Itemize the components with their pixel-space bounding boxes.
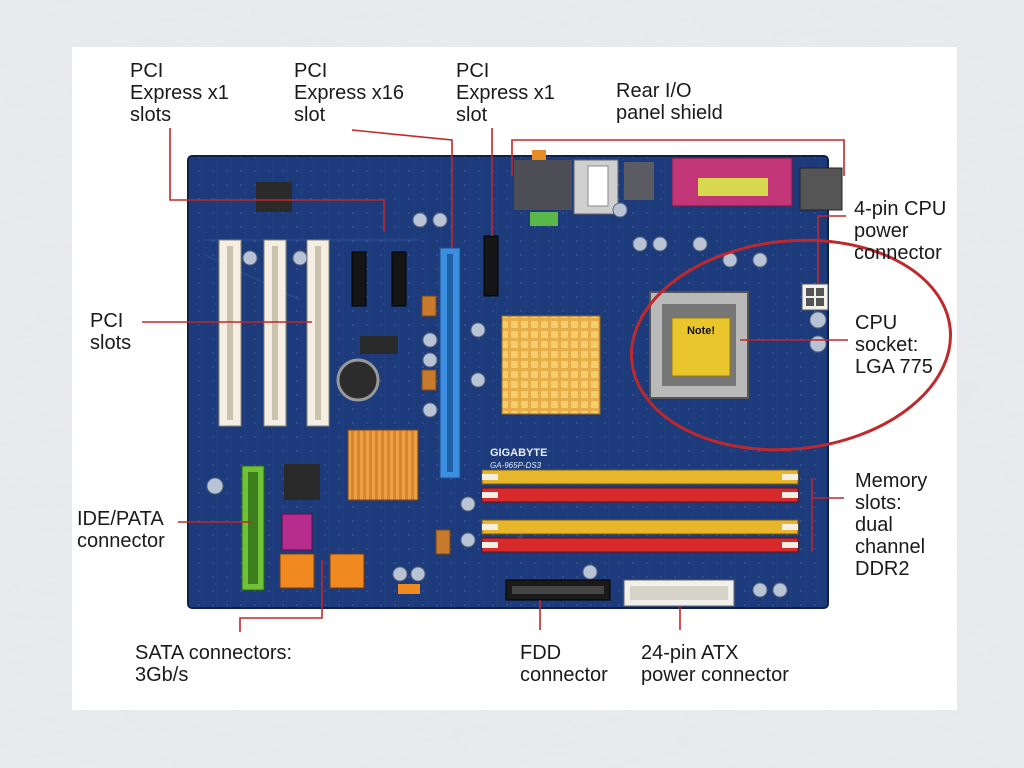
board-brand: GIGABYTE <box>490 447 547 459</box>
cpu-socket: Note! <box>649 291 749 399</box>
pcie-x1-slots <box>351 235 499 307</box>
pcie-x16-slot <box>439 247 461 479</box>
sata-connectors <box>279 513 420 594</box>
pointer-lines <box>142 128 848 632</box>
choke-coils <box>421 295 451 555</box>
cpu-note-text: Note! <box>687 325 715 337</box>
pointer-rear-io <box>511 139 845 176</box>
northbridge-heatsink <box>501 315 601 415</box>
pointer-sata <box>239 560 323 632</box>
capacitors <box>206 202 827 598</box>
cpu-highlight-ellipse <box>630 238 952 452</box>
fdd-connector <box>505 579 611 601</box>
memory-slots <box>481 469 799 553</box>
pointer-cpu-power <box>817 215 846 284</box>
rear-io-ports <box>514 150 843 226</box>
chips <box>256 182 398 500</box>
ide-connector <box>241 465 265 591</box>
pci-slots <box>218 239 330 427</box>
cmos-battery <box>336 358 380 402</box>
southbridge-heatsink <box>347 429 419 501</box>
label-sata: SATA connectors:3Gb/s <box>135 642 293 686</box>
atx-power-connector <box>623 579 735 607</box>
cpu-power-connector <box>801 283 829 311</box>
pointer-pcie-x16 <box>351 129 453 248</box>
pointer-pcie-x1-left <box>169 128 385 232</box>
board-model: GA-965P-DS3 <box>490 461 542 470</box>
